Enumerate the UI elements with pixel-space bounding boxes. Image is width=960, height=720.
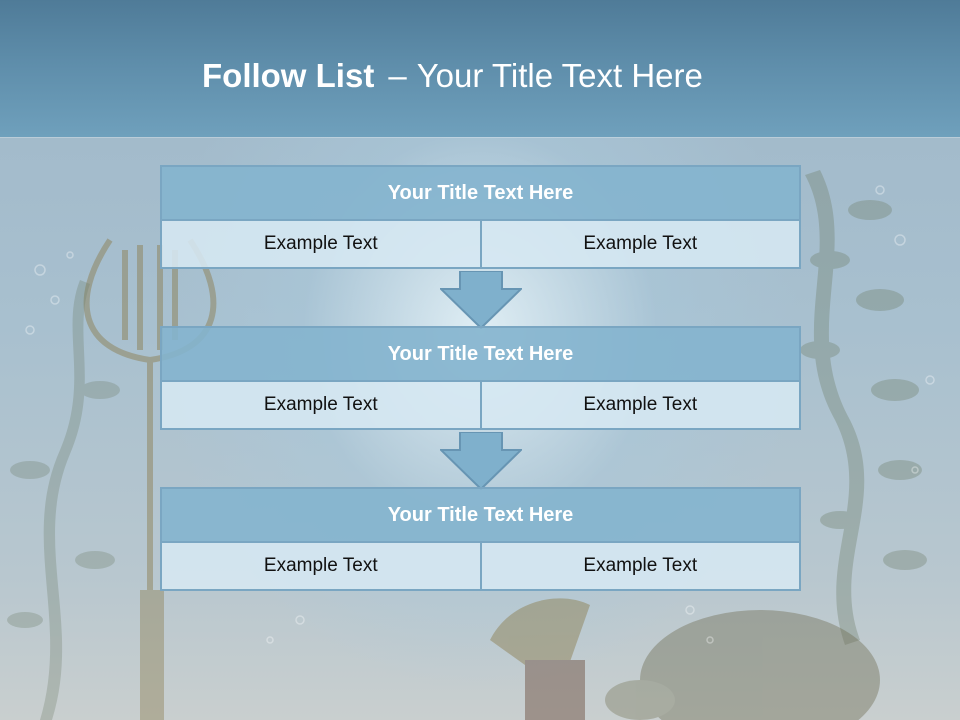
title-bar: Follow List–Your Title Text Here — [0, 0, 960, 137]
block-row: Example Text Example Text — [160, 221, 801, 269]
block-title[interactable]: Your Title Text Here — [160, 165, 801, 221]
list-block-2: Your Title Text Here Example Text Exampl… — [160, 326, 801, 430]
title-bold-text: Follow List — [202, 57, 375, 94]
block-row: Example Text Example Text — [160, 382, 801, 430]
block-row: Example Text Example Text — [160, 543, 801, 591]
list-block-1: Your Title Text Here Example Text Exampl… — [160, 165, 801, 269]
title-rest-text: Your Title Text Here — [416, 57, 703, 94]
slide-title[interactable]: Follow List–Your Title Text Here — [202, 54, 703, 98]
list-block-3: Your Title Text Here Example Text Exampl… — [160, 487, 801, 591]
block-title[interactable]: Your Title Text Here — [160, 326, 801, 382]
block-title[interactable]: Your Title Text Here — [160, 487, 801, 543]
block-cell-left[interactable]: Example Text — [160, 221, 482, 269]
down-arrow-icon — [440, 432, 522, 490]
title-separator: – — [388, 57, 407, 94]
down-arrow-icon — [440, 271, 522, 329]
block-cell-left[interactable]: Example Text — [160, 543, 482, 591]
block-cell-right[interactable]: Example Text — [481, 221, 801, 269]
block-cell-left[interactable]: Example Text — [160, 382, 482, 430]
block-cell-right[interactable]: Example Text — [481, 543, 801, 591]
block-cell-right[interactable]: Example Text — [481, 382, 801, 430]
